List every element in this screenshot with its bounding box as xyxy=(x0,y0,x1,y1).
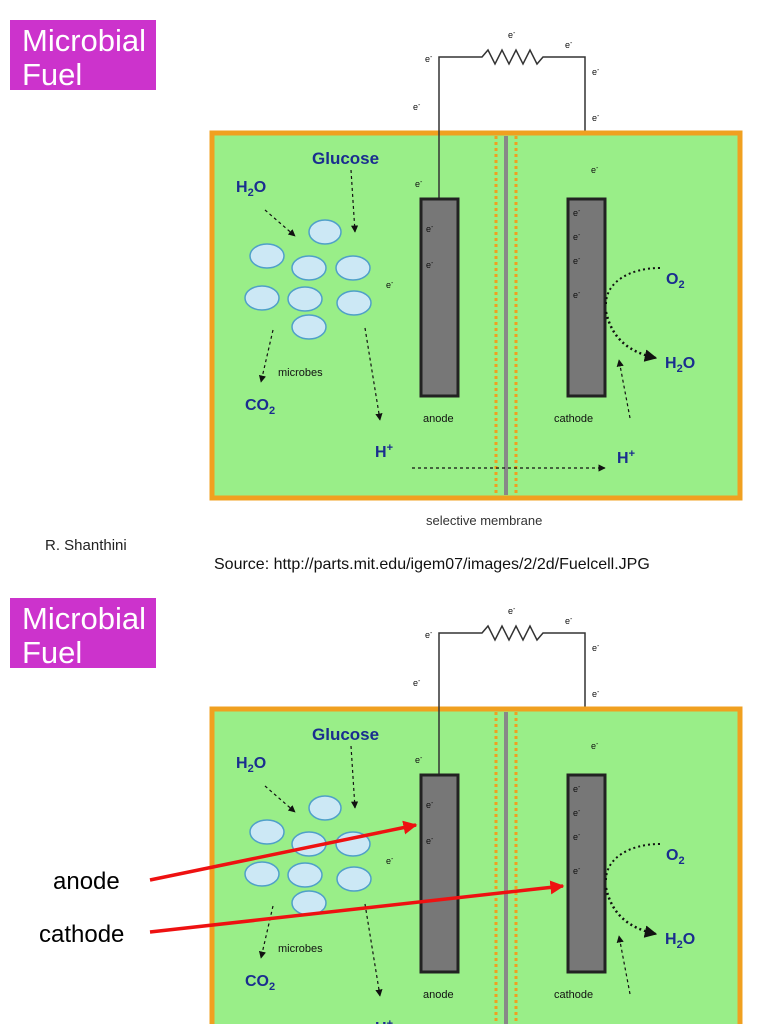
source-citation: Source: http://parts.mit.edu/igem07/imag… xyxy=(214,556,650,573)
title-line-2: Fuel Cells xyxy=(22,635,91,704)
fuel-cell-diagram-2 xyxy=(212,606,740,1024)
slide-title: Microbial Fuel Cells xyxy=(10,598,156,704)
title-line-2: Fuel Cells xyxy=(22,57,91,126)
cathode-callout-label: cathode xyxy=(39,921,125,948)
anode-callout-label: anode xyxy=(53,868,120,895)
cathode-callout-arrow xyxy=(149,880,565,934)
fuel-cell-diagram-1 xyxy=(212,30,740,499)
slide-title: Microbial Fuel Cells xyxy=(10,20,156,126)
anode-callout-arrow xyxy=(149,820,418,882)
membrane-label: selective membrane xyxy=(426,513,542,528)
title-line-1: Microbial xyxy=(22,23,147,58)
title-line-1: Microbial xyxy=(22,601,147,636)
author-credit: R. Shanthini xyxy=(45,537,127,554)
